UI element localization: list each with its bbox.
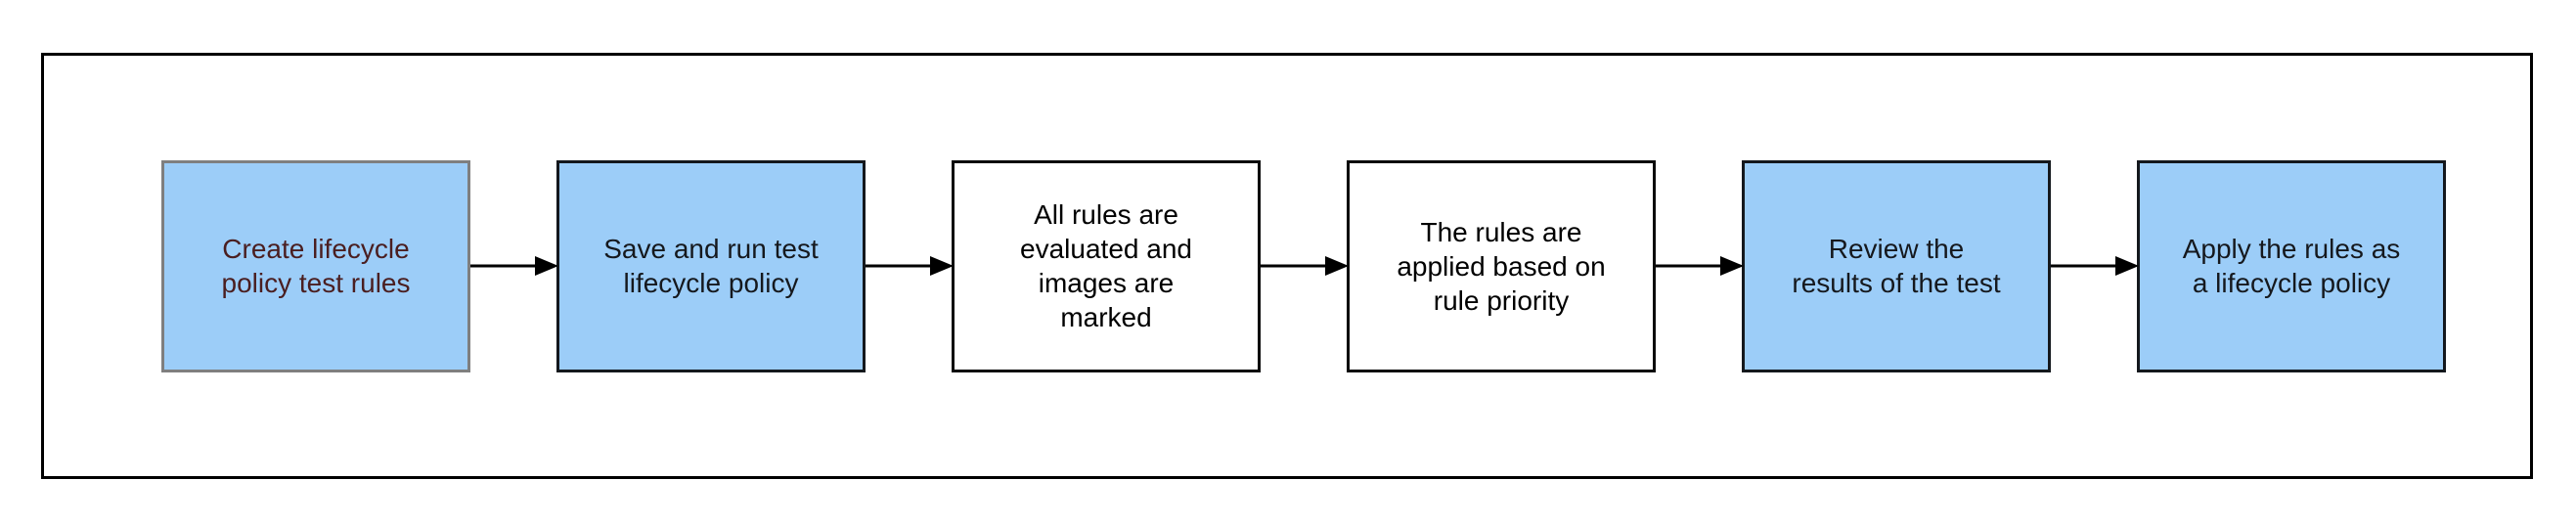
step-label-rules-evaluated: All rules are evaluated and images are m… <box>1020 199 1192 332</box>
diagram-frame: Create lifecycle policy test rules Save … <box>41 53 2533 479</box>
flow-step-rules-evaluated: All rules are evaluated and images are m… <box>952 159 1261 372</box>
step-label-save-run-test: Save and run test lifecycle policy <box>603 234 819 298</box>
flow-arrow-icon <box>1656 254 1744 278</box>
flow-step-review-results: Review the results of the test <box>1742 159 2051 372</box>
arrow-head-icon <box>930 256 954 276</box>
arrow-head-icon <box>1325 256 1349 276</box>
flow-step-create-test-rules: Create lifecycle policy test rules <box>161 159 470 372</box>
step-label-review-results: Review the results of the test <box>1792 234 2001 298</box>
arrow-head-icon <box>1720 256 1744 276</box>
flow-arrow-icon <box>866 254 954 278</box>
step-label-create-test-rules: Create lifecycle policy test rules <box>221 234 411 298</box>
flow-arrow-icon <box>470 254 558 278</box>
arrow-line <box>2051 264 2121 268</box>
step-label-apply-rules: Apply the rules as a lifecycle policy <box>2182 234 2401 298</box>
arrow-head-icon <box>2115 256 2139 276</box>
flowchart: Create lifecycle policy test rules Save … <box>161 159 2446 372</box>
arrow-line <box>1261 264 1331 268</box>
flow-step-apply-rules: Apply the rules as a lifecycle policy <box>2137 159 2446 372</box>
flow-arrow-icon <box>2051 254 2139 278</box>
arrow-line <box>866 264 936 268</box>
flow-step-save-run-test: Save and run test lifecycle policy <box>556 159 866 372</box>
flow-arrow-icon <box>1261 254 1349 278</box>
arrow-line <box>470 264 541 268</box>
arrow-head-icon <box>535 256 558 276</box>
flow-step-rules-applied: The rules are applied based on rule prio… <box>1347 159 1656 372</box>
step-label-rules-applied: The rules are applied based on rule prio… <box>1397 216 1606 316</box>
arrow-line <box>1656 264 1726 268</box>
